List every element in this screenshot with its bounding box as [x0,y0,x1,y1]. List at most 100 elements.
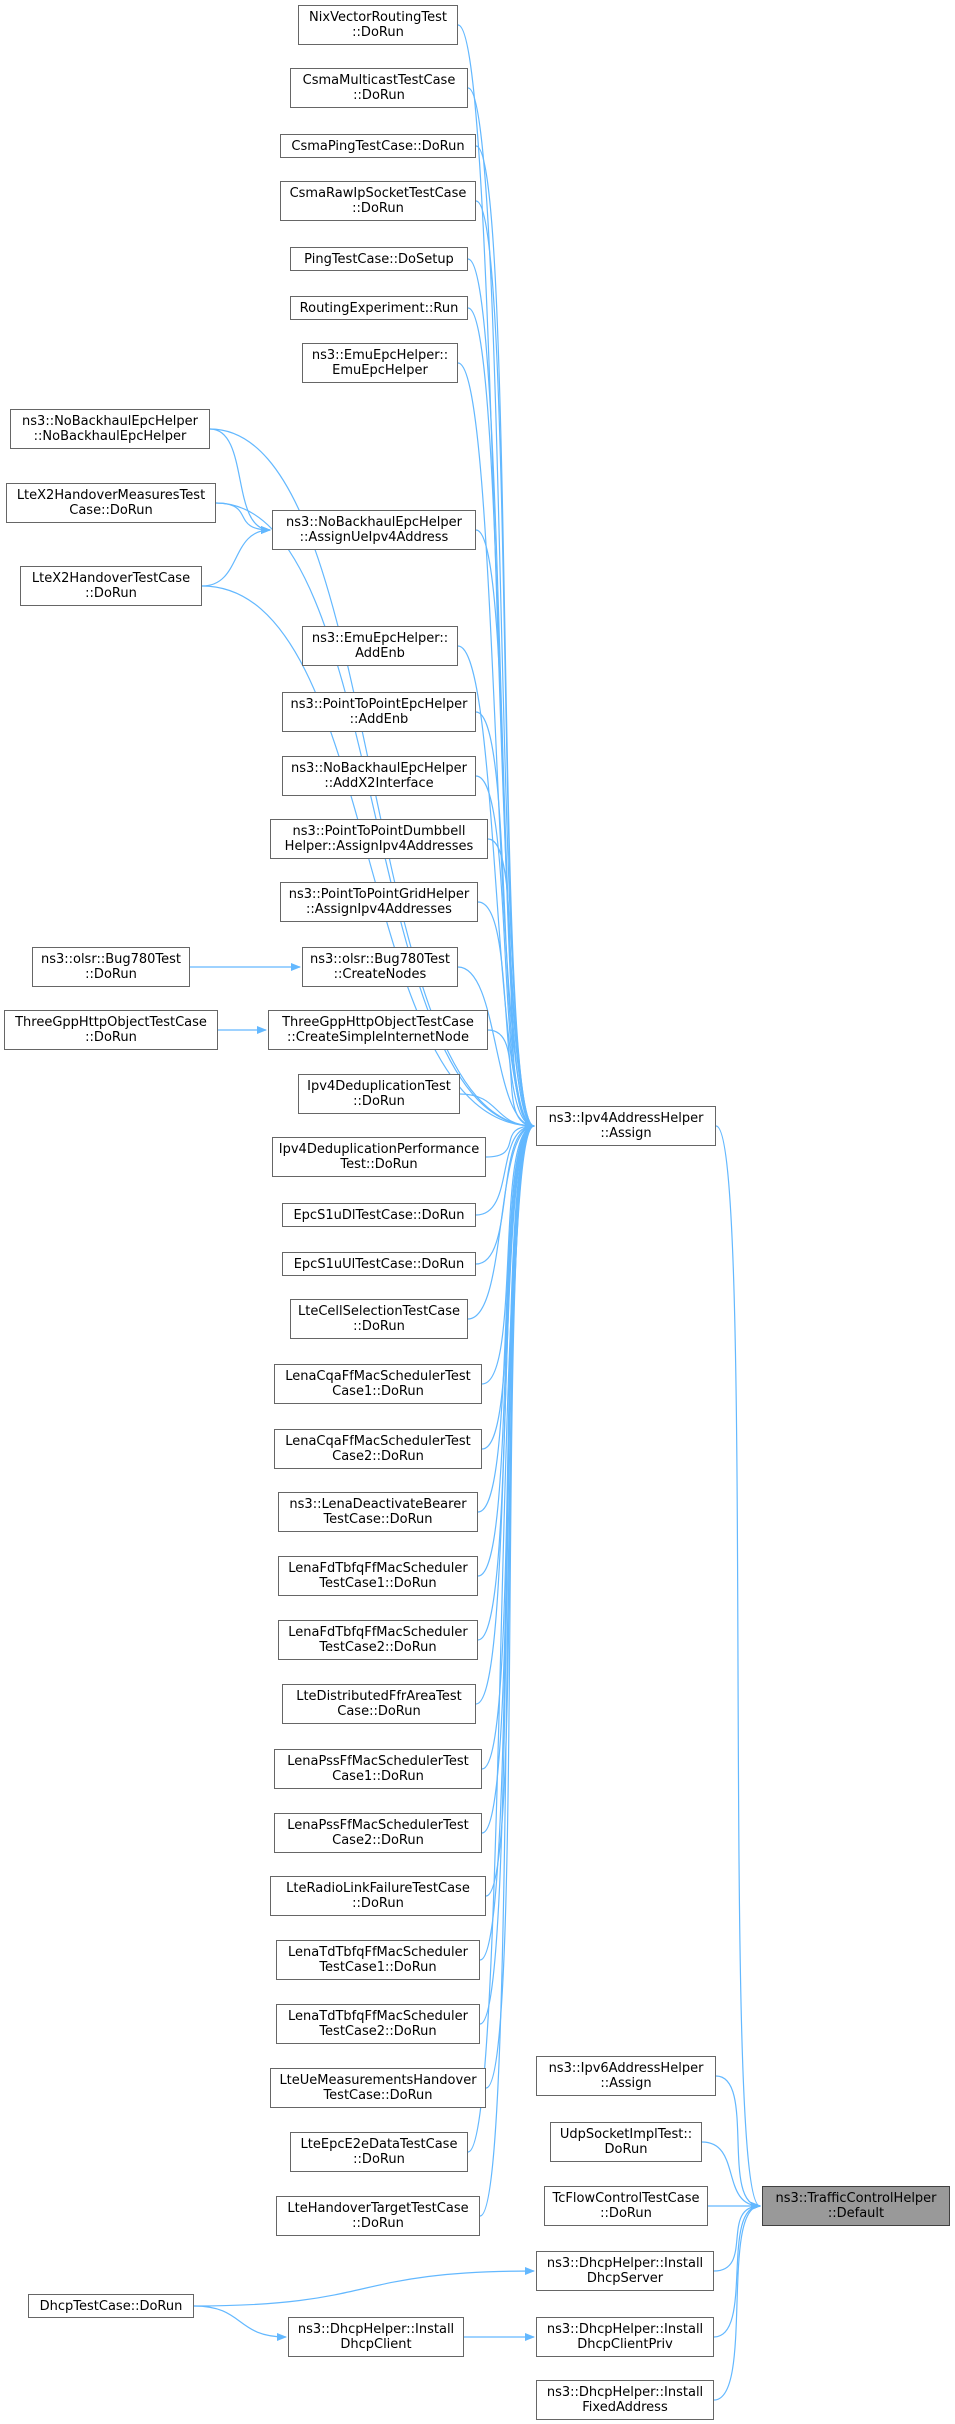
edge-dhcptest-to-dhcpserver [193,2267,535,2307]
graph-node-tcflow[interactable]: TcFlowControlTestCase::DoRun [544,2186,708,2226]
edge-ltex2ho-to-assignue [201,526,271,587]
edge-ltedistffr-to-ipv4assign [475,1122,535,1705]
graph-node-assignue[interactable]: ns3::NoBackhaulEpcHelper::AssignUeIpv4Ad… [272,510,476,550]
graph-node-label: ::DoRun [85,967,137,982]
graph-node-label: ::Default [827,2206,885,2221]
graph-node-label: ::DoRun [353,2152,405,2167]
graph-node-label: LteRadioLinkFailureTestCase [286,1881,470,1896]
graph-node-csmaping[interactable]: CsmaPingTestCase::DoRun [280,134,476,158]
graph-node-udpsock[interactable]: UdpSocketImplTest::DoRun [550,2122,702,2162]
graph-node-label: ns3::DhcpHelper::Install [546,2385,704,2400]
graph-node-emuepc[interactable]: ns3::EmuEpcHelper::EmuEpcHelper [302,343,458,383]
graph-node-label: ::AssignIpv4Addresses [306,902,452,917]
graph-node-label: FixedAddress [582,2400,668,2415]
graph-node-label: NixVectorRoutingTest [309,10,447,25]
graph-node-csmamulti[interactable]: CsmaMulticastTestCase::DoRun [290,68,468,108]
edge-lenatd2-to-ipv4assign [479,1122,535,2025]
graph-node-pingtest[interactable]: PingTestCase::DoSetup [290,247,468,271]
graph-node-label: LteX2HandoverTestCase [31,571,191,586]
graph-node-label: EpcS1uDlTestCase::DoRun [293,1207,465,1223]
graph-node-emuaddenb[interactable]: ns3::EmuEpcHelper::AddEnb [302,626,458,666]
graph-node-label: ns3::olsr::Bug780Test [40,952,182,967]
graph-node-label: LenaPssFfMacSchedulerTest [287,1818,469,1833]
graph-node-label: EmuEpcHelper [332,363,428,378]
graph-node-routingexp[interactable]: RoutingExperiment::Run [290,296,468,320]
graph-node-label: DhcpClientPriv [577,2337,673,2352]
graph-node-label: AddEnb [355,646,405,661]
graph-node-label: ns3::LenaDeactivateBearer [289,1497,467,1512]
graph-node-label: ns3::NoBackhaulEpcHelper [291,761,467,776]
graph-node-olsrcreate[interactable]: ns3::olsr::Bug780Test::CreateNodes [302,947,458,987]
graph-node-nobackhaul[interactable]: ns3::NoBackhaulEpcHelper::NoBackhaulEpcH… [10,409,210,449]
graph-node-nbx2[interactable]: ns3::NoBackhaulEpcHelper::AddX2Interface [282,756,476,796]
graph-node-label: ::Assign [600,2076,652,2091]
graph-node-lterlf[interactable]: LteRadioLinkFailureTestCase::DoRun [270,1876,486,1916]
graph-node-label: CsmaRawIpSocketTestCase [289,186,467,201]
edge-udpsock-to-tcdefault [701,2141,761,2210]
edge-ipv4dedup-to-ipv4assign [459,1093,535,1130]
graph-node-ltecellsel[interactable]: LteCellSelectionTestCase::DoRun [290,1299,468,1339]
graph-node-epcul[interactable]: EpcS1uUlTestCase::DoRun [282,1252,476,1276]
graph-node-label: Case::DoRun [69,503,153,518]
graph-node-label: Ipv4DeduplicationTest [307,1079,451,1094]
graph-node-ipv4dedup[interactable]: Ipv4DeduplicationTest::DoRun [298,1074,460,1114]
graph-node-label: DoRun [604,2142,648,2157]
graph-node-label: ns3::PointToPointEpcHelper [290,697,468,712]
graph-node-ipv6assign[interactable]: ns3::Ipv6AddressHelper::Assign [536,2056,716,2096]
graph-node-nixvec[interactable]: NixVectorRoutingTest::DoRun [298,5,458,45]
graph-node-label: TestCase::DoRun [323,1512,433,1527]
graph-node-p2pgrid[interactable]: ns3::PointToPointGridHelper::AssignIpv4A… [280,882,478,922]
graph-node-label: TcFlowControlTestCase [552,2191,700,2206]
graph-node-label: LenaFdTbfqFfMacScheduler [288,1561,468,1576]
graph-node-csmaraw[interactable]: CsmaRawIpSocketTestCase::DoRun [280,181,476,221]
graph-node-label: LenaTdTbfqFfMacScheduler [288,1945,468,1960]
graph-node-label: TestCase::DoRun [323,2088,433,2103]
graph-node-label: ns3::EmuEpcHelper:: [311,348,449,363]
graph-node-label: ns3::DhcpHelper::Install [546,2256,704,2271]
graph-node-ltex2ho[interactable]: LteX2HandoverTestCase::DoRun [20,566,202,606]
edge-epcdl-to-ipv4assign [475,1122,535,1216]
graph-node-label: ns3::Ipv4AddressHelper [548,1111,704,1126]
graph-node-ltehotarget[interactable]: LteHandoverTargetTestCase::DoRun [276,2196,480,2236]
graph-node-dhcptest[interactable]: DhcpTestCase::DoRun [28,2294,194,2318]
graph-node-label: ::DoRun [353,88,405,103]
graph-node-epcdl[interactable]: EpcS1uDlTestCase::DoRun [282,1203,476,1227]
graph-node-label: ::CreateNodes [333,967,427,982]
graph-node-label: LteDistributedFfrAreaTest [296,1689,462,1704]
graph-node-ipv4assign[interactable]: ns3::Ipv4AddressHelper::Assign [536,1106,716,1146]
graph-node-label: LenaCqaFfMacSchedulerTest [285,1434,471,1449]
graph-node-label: Case::DoRun [337,1704,421,1719]
graph-node-httpcreate[interactable]: ThreeGppHttpObjectTestCase::CreateSimple… [268,1010,488,1050]
graph-node-olsrrun[interactable]: ns3::olsr::Bug780Test::DoRun [32,947,190,987]
graph-node-label: LenaPssFfMacSchedulerTest [287,1754,469,1769]
graph-node-label: ns3::DhcpHelper::Install [297,2322,455,2337]
graph-node-label: EpcS1uUlTestCase::DoRun [293,1256,465,1272]
graph-node-lteepce2e[interactable]: LteEpcE2eDataTestCase::DoRun [290,2132,468,2172]
graph-node-httprun[interactable]: ThreeGppHttpObjectTestCase::DoRun [4,1010,218,1050]
graph-node-label: LenaTdTbfqFfMacScheduler [288,2009,468,2024]
graph-node-label: ns3::TrafficControlHelper [775,2191,937,2206]
edge-dhcpserver-to-tcdefault [713,2202,761,2272]
graph-node-label: Case1::DoRun [332,1769,424,1784]
graph-node-p2paddenb[interactable]: ns3::PointToPointEpcHelper::AddEnb [282,692,476,732]
